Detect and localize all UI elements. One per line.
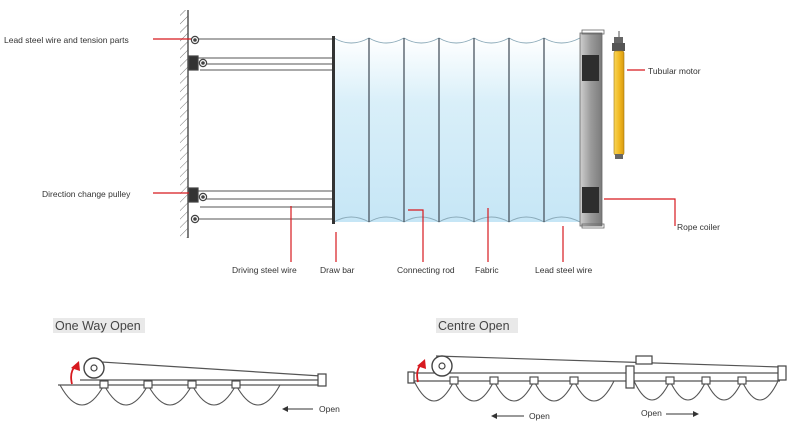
label-lead-steel-wire: Lead steel wire (535, 265, 592, 275)
draw-bar (332, 36, 335, 224)
label-connecting-rod: Connecting rod (397, 265, 455, 275)
label-tubular-motor: Tubular motor (648, 66, 701, 76)
wall-pulleys (188, 35, 208, 224)
centre-open-section: Centre Open Open Open (407, 318, 787, 421)
one-way-open-arrow-label: Open (319, 404, 340, 414)
label-rope-coiler: Rope coiler (677, 222, 720, 232)
centre-open-title: Centre Open (438, 319, 510, 333)
tubular-motor (612, 31, 625, 159)
label-lead-steel-wire-tension: Lead steel wire and tension parts (4, 35, 129, 45)
label-fabric: Fabric (475, 265, 499, 275)
end-frame (579, 29, 605, 229)
label-direction-change-pulley: Direction change pulley (42, 189, 131, 199)
leader-lines (153, 38, 676, 262)
label-draw-bar: Draw bar (320, 265, 355, 275)
centre-open-right-arrow-label: Open (641, 408, 662, 418)
wall (180, 10, 189, 238)
fabric-panel (333, 37, 581, 223)
label-driving-steel-wire: Driving steel wire (232, 265, 297, 275)
centre-open-left-arrow-label: Open (529, 411, 550, 421)
one-way-open-section: One Way Open Open (53, 318, 340, 414)
one-way-open-title: One Way Open (55, 319, 141, 333)
